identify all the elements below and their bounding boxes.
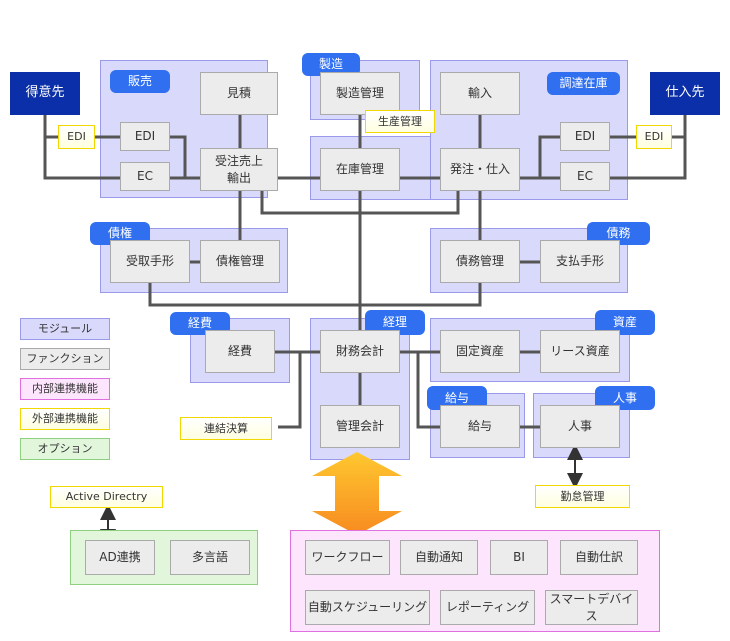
legend-external: 外部連携機能 — [20, 408, 110, 430]
internal-auto-scheduling[interactable]: 自動スケジューリング — [305, 590, 430, 625]
ext-attendance[interactable]: 勤怠管理 — [535, 485, 630, 508]
label-receivables: 債権 — [90, 222, 150, 245]
fn-hr[interactable]: 人事 — [540, 405, 620, 448]
fn-edi-left[interactable]: EDI — [120, 122, 170, 151]
fn-expense[interactable]: 経費 — [205, 330, 275, 373]
fn-purchase[interactable]: 発注・仕入 — [440, 148, 520, 191]
fn-fixed-assets[interactable]: 固定資産 — [440, 330, 520, 373]
fn-ec-right[interactable]: EC — [560, 162, 610, 191]
label-manufacturing: 製造 — [302, 53, 360, 76]
fn-management-accounting[interactable]: 管理会計 — [320, 405, 400, 448]
internal-workflow[interactable]: ワークフロー — [305, 540, 390, 575]
fn-manufacturing-mgmt[interactable]: 製造管理 — [320, 72, 400, 115]
supplier-box[interactable]: 仕入先 — [650, 72, 720, 115]
fn-ec-left[interactable]: EC — [120, 162, 170, 191]
internal-smart-device[interactable]: スマートデバイス — [545, 590, 638, 625]
fn-payroll[interactable]: 給与 — [440, 405, 520, 448]
ext-edi-left[interactable]: EDI — [58, 125, 95, 149]
internal-auto-journal[interactable]: 自動仕訳 — [560, 540, 638, 575]
fn-import[interactable]: 輸入 — [440, 72, 520, 115]
ext-production-mgmt[interactable]: 生産管理 — [365, 110, 435, 133]
fn-lease-assets[interactable]: リース資産 — [540, 330, 620, 373]
double-arrow-icon — [312, 452, 402, 535]
legend-internal: 内部連携機能 — [20, 378, 110, 400]
fn-receivables-mgmt[interactable]: 債権管理 — [200, 240, 280, 283]
option-ad-link[interactable]: AD連携 — [85, 540, 155, 575]
ext-consolidation[interactable]: 連結決算 — [180, 417, 272, 440]
option-multilingual[interactable]: 多言語 — [170, 540, 250, 575]
fn-edi-right[interactable]: EDI — [560, 122, 610, 151]
fn-notes-receivable[interactable]: 受取手形 — [110, 240, 190, 283]
fn-notes-payable[interactable]: 支払手形 — [540, 240, 620, 283]
label-payables: 債務 — [587, 222, 650, 245]
label-sales: 販売 — [110, 70, 170, 93]
fn-inventory[interactable]: 在庫管理 — [320, 148, 400, 191]
ext-edi-right[interactable]: EDI — [636, 125, 672, 149]
legend-module: モジュール — [20, 318, 110, 340]
internal-bi[interactable]: BI — [490, 540, 548, 575]
fn-payables-mgmt[interactable]: 債務管理 — [440, 240, 520, 283]
fn-estimate[interactable]: 見積 — [200, 72, 278, 115]
fn-financial-accounting[interactable]: 財務会計 — [320, 330, 400, 373]
internal-reporting[interactable]: レポーティング — [440, 590, 535, 625]
legend-option: オプション — [20, 438, 110, 460]
ext-active-directory[interactable]: Active Directry — [50, 486, 163, 508]
label-expenses: 経費 — [170, 312, 230, 335]
internal-auto-notify[interactable]: 自動通知 — [400, 540, 478, 575]
label-procurement: 調達在庫 — [547, 72, 620, 95]
legend-function: ファンクション — [20, 348, 110, 370]
fn-order-sales[interactable]: 受注売上 輸出 — [200, 148, 278, 191]
customer-box[interactable]: 得意先 — [10, 72, 80, 115]
